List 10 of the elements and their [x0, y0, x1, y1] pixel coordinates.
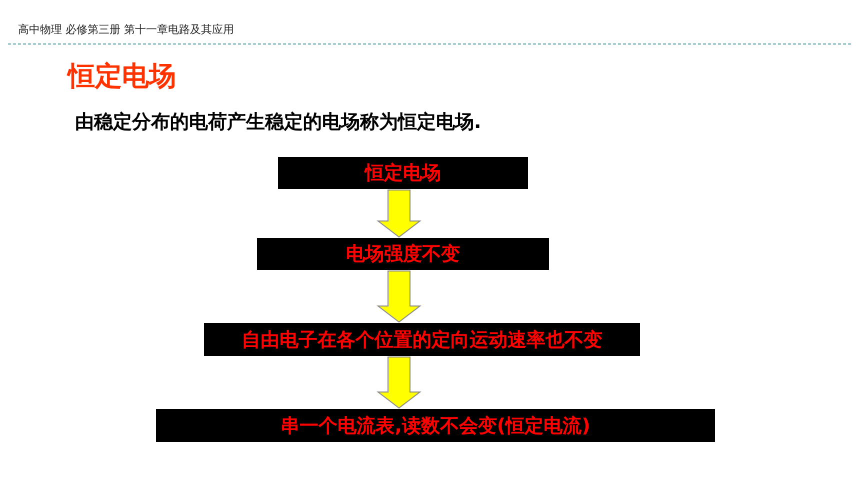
process-box: 电场强度不变 — [257, 238, 549, 270]
block-arrow — [376, 356, 422, 409]
process-box: 自由电子在各个位置的定向运动速率也不变 — [204, 323, 640, 356]
slide-title: 恒定电场 — [68, 60, 176, 94]
definition-text: 由稳定分布的电荷产生稳定的电场称为恒定电场. — [75, 110, 482, 135]
header-text: 高中物理 必修第三册 第十一章电路及其应用 — [18, 22, 234, 37]
process-box: 串一个电流表,读数不会变(恒定电流) — [156, 409, 715, 442]
block-arrow — [376, 190, 422, 238]
process-box: 恒定电场 — [278, 157, 528, 189]
block-arrow — [376, 270, 422, 323]
